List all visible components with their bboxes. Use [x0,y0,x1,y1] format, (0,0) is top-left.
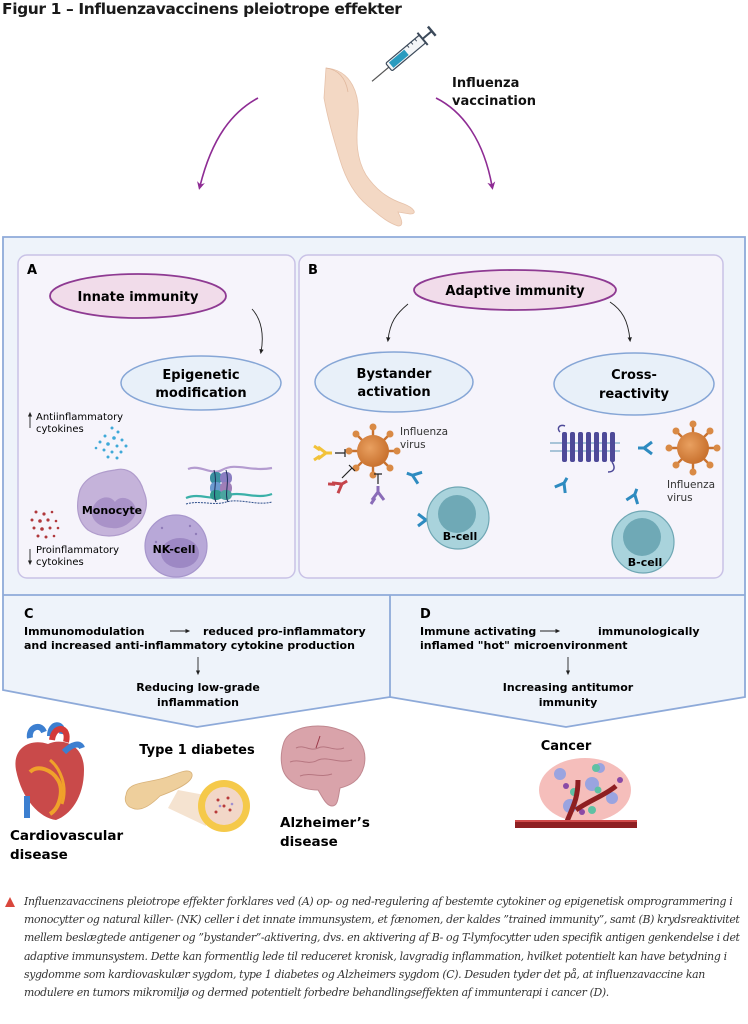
arrow-to-innate [197,97,259,190]
figure-title: Figur 1 – Influenzavaccinens pleiotrope … [2,0,402,18]
nucleosome-icon [185,465,273,505]
panel-d-line1-right: immunologically [598,625,700,638]
arrow-to-adaptive [435,97,496,190]
diabetes-label: Type 1 diabetes [139,743,255,758]
cardio-label-line2: disease [10,847,68,863]
epigenetic-ellipse [120,355,282,411]
innate-immunity-label: Innate immunity [78,290,199,305]
inhibition-line [374,473,382,484]
arrow-to-bystander [386,303,409,343]
cardio-label-line1: Cardiovascular [10,828,124,844]
virus-label-line2: virus [400,439,426,451]
monocyte-label: Monocyte [82,504,142,517]
anti-cytokine-dots [94,426,128,460]
virus-label-line1: Influenza [400,426,448,438]
panel-d-result-line1: Increasing antitumor [503,681,634,694]
panel-b-letter: B [308,263,318,278]
alzheimers-label-line2: disease [280,834,338,850]
antibody-purple-icon [369,486,386,505]
anti-cytokines-line2: cytokines [36,424,84,435]
pro-cytokines-line1: Proinflammatory [36,545,119,556]
inhibition-line [341,464,356,479]
anti-cytokines-line1: Antiinflammatory [36,412,123,423]
panel-c-line1-left: Immunomodulation [24,625,145,638]
arrow-innate-to-epigenetic [251,308,264,355]
antibody-blue-icon [638,440,653,456]
inhibition-line [335,449,346,457]
antibody-red-icon [327,479,348,494]
antibody-yellow-icon [313,444,332,462]
antibody-blue-icon [554,477,569,494]
panel-d-result-line2: immunity [539,696,598,709]
panel-d-line2: inflamed "hot" microenvironment [420,639,628,652]
alzheimers-label-line1: Alzheimer’s [280,815,370,831]
vaccination-label-line1: Influenza [452,76,520,91]
bystander-label-line2: activation [357,385,430,400]
figure-caption: Influenzavaccinens pleiotrope effekter f… [24,895,740,1000]
b-cell-icon [611,510,675,574]
panel-c-letter: C [24,607,34,622]
adaptive-immunity-label: Adaptive immunity [445,284,585,299]
epigenetic-label-line2: modification [155,386,246,401]
syringe-icon [371,25,437,82]
cancer-label: Cancer [541,739,592,754]
brain-icon [280,725,366,807]
virus-label-line1: Influenza [667,479,715,491]
membrane-receptor-icon [550,424,620,473]
monocyte-icon [77,468,147,537]
panel-d-letter: D [420,607,431,622]
bystander-label-line1: Bystander [357,367,432,382]
epigenetic-label-line1: Epigenetic [162,368,239,383]
arm-illustration [323,67,415,227]
b-cell-icon [426,486,490,550]
panel-c-line2: and increased anti-inflammatory cytokine… [24,639,355,652]
cross-reactivity-label-line1: Cross- [611,368,657,383]
cross-reactivity-label-line2: reactivity [599,387,670,402]
caption-marker-icon [5,897,15,907]
antibody-blue-icon [406,470,423,485]
pancreas-icon [124,770,250,832]
panel-b-box [298,254,724,579]
influenza-virus-icon [665,420,721,476]
heart-icon [15,722,85,820]
tumor-icon [515,758,637,828]
cross-reactivity-ellipse [553,352,715,416]
vaccination-label-line2: vaccination [452,94,536,109]
virus-label-line2: virus [667,492,693,504]
b-cell-label: B-cell [443,530,477,543]
b-cell-label: B-cell [628,556,662,569]
nk-cell-icon [144,514,208,578]
bystander-ellipse [314,351,474,413]
nk-cell-label: NK-cell [153,543,196,556]
antibody-blue-icon [625,488,640,505]
panel-a-letter: A [27,263,37,278]
arrow-to-cross-reactivity [609,301,632,343]
vaccination-label: Influenza vaccination [452,75,536,111]
adaptive-immunity-ellipse [413,269,617,311]
panel-c-line1-right: reduced pro-inflammatory [203,625,366,638]
influenza-virus-icon [345,423,401,479]
pro-cytokines-line2: cytokines [36,557,84,568]
panel-c-result-line1: Reducing low-grade [136,681,260,694]
innate-immunity-ellipse [49,273,227,319]
panel-c-result-line2: inflammation [157,696,239,709]
pro-cytokine-dots [30,510,60,539]
diagram-canvas: A Innate immunity Epigenetic modificatio… [2,25,746,863]
panel-d-line1-left: Immune activating [420,625,536,638]
